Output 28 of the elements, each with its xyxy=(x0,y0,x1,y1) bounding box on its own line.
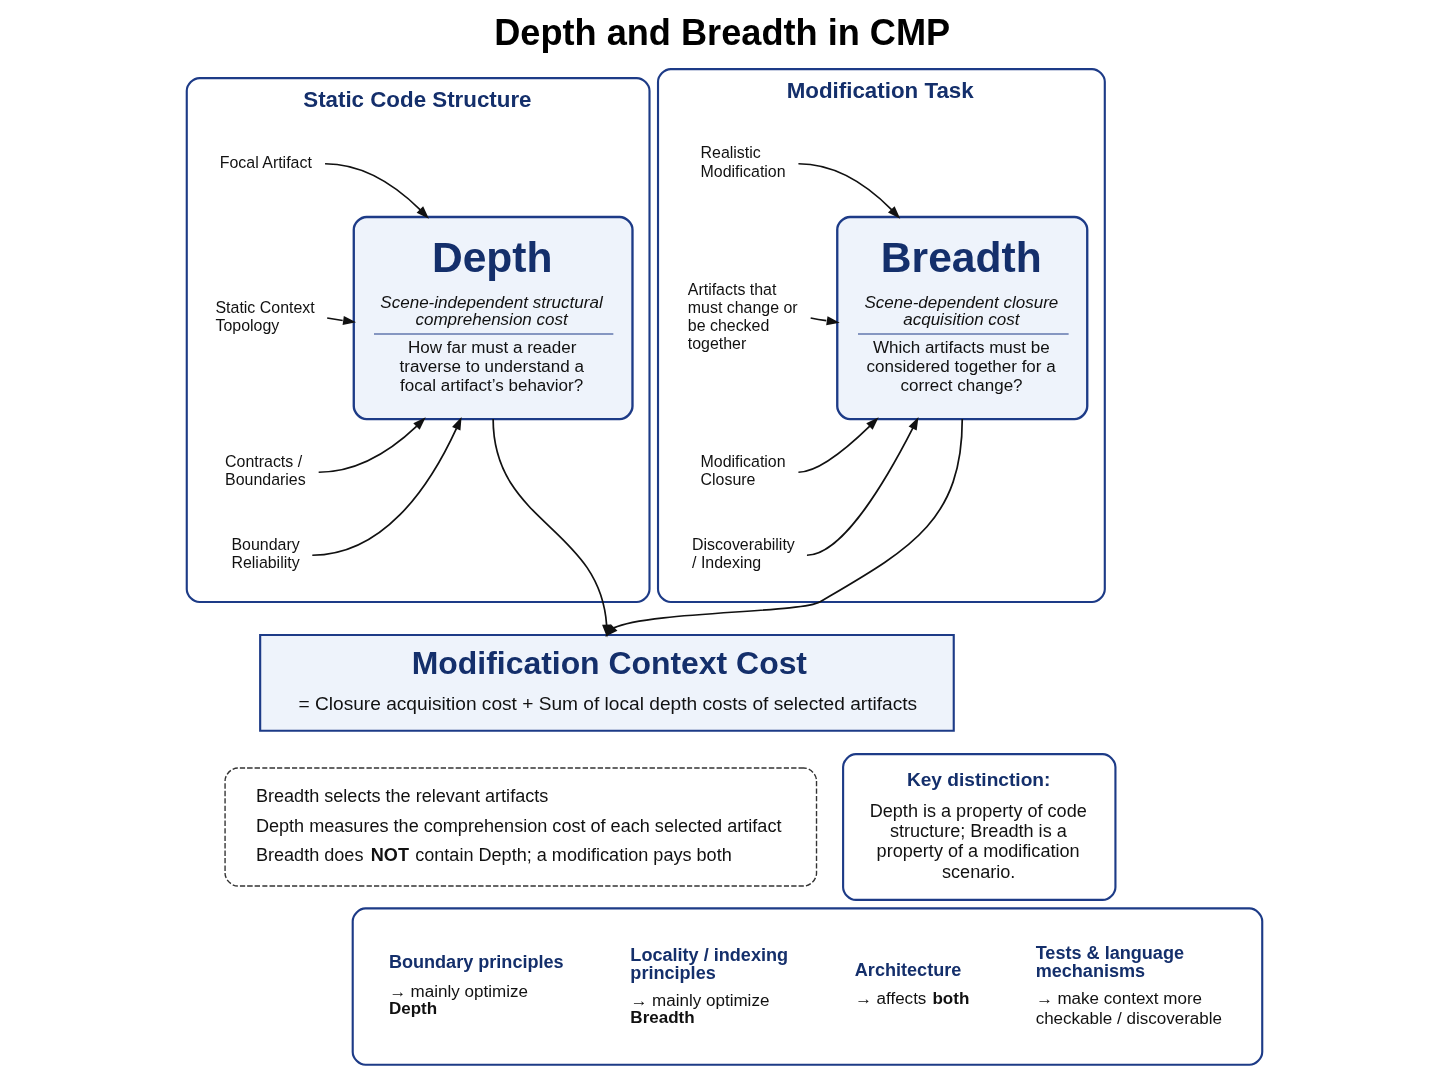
node-box: Key distinction: Depth is a property of code structure; Breadth is a property of a modification scenario. xyxy=(841,753,1116,901)
cluster xyxy=(351,907,1263,1066)
arrow xyxy=(805,416,918,557)
node-text: Architecture → affects both xyxy=(854,959,969,1009)
node-box: Breadth Scene-dependent closure acquisition cost Which artifacts must be considered together for a correct change? xyxy=(835,215,1088,421)
node-text: Realistic Modification xyxy=(700,144,786,180)
arrow xyxy=(310,416,462,557)
arrow xyxy=(325,316,356,326)
arrow xyxy=(604,418,963,637)
arrow xyxy=(797,162,900,219)
node-box: Depth Scene-independent structural comprehension cost How far must a reader traverse to understand a focal artifact’s behavior? xyxy=(352,215,634,421)
arrow xyxy=(323,162,429,219)
node-text: Modification Closure xyxy=(700,452,786,489)
arrow xyxy=(797,417,879,474)
node-text: Boundary Reliability xyxy=(230,535,300,571)
node-text: Boundary principles → mainly optimize Depth xyxy=(388,952,564,1019)
node-text: Static Context Topology xyxy=(214,298,315,334)
arrow xyxy=(317,417,426,474)
node-box: Modification Context Cost = Closure acquisition cost + Sum of local depth costs of selected artifacts xyxy=(258,633,955,732)
node-text: Artifacts that must change or be checked together xyxy=(687,280,798,352)
node-text: Tests & language mechanisms → make context more checkable / discoverable xyxy=(1035,942,1222,1028)
diagram-title: Depth and Breadth in CMP xyxy=(493,11,950,53)
node-text: Contracts / Boundaries xyxy=(224,452,306,489)
node-text: Discoverability / Indexing xyxy=(691,535,795,571)
node-box: Breadth selects the relevant artifacts Depth measures the comprehension cost of each selected artifact Breadth does NOT contain Depth; a modification pays both xyxy=(223,767,817,887)
arrow xyxy=(809,316,840,326)
node-text: Locality / indexing principles → mainly optimize Breadth xyxy=(629,944,788,1027)
node-text: Focal Artifact xyxy=(219,154,312,172)
